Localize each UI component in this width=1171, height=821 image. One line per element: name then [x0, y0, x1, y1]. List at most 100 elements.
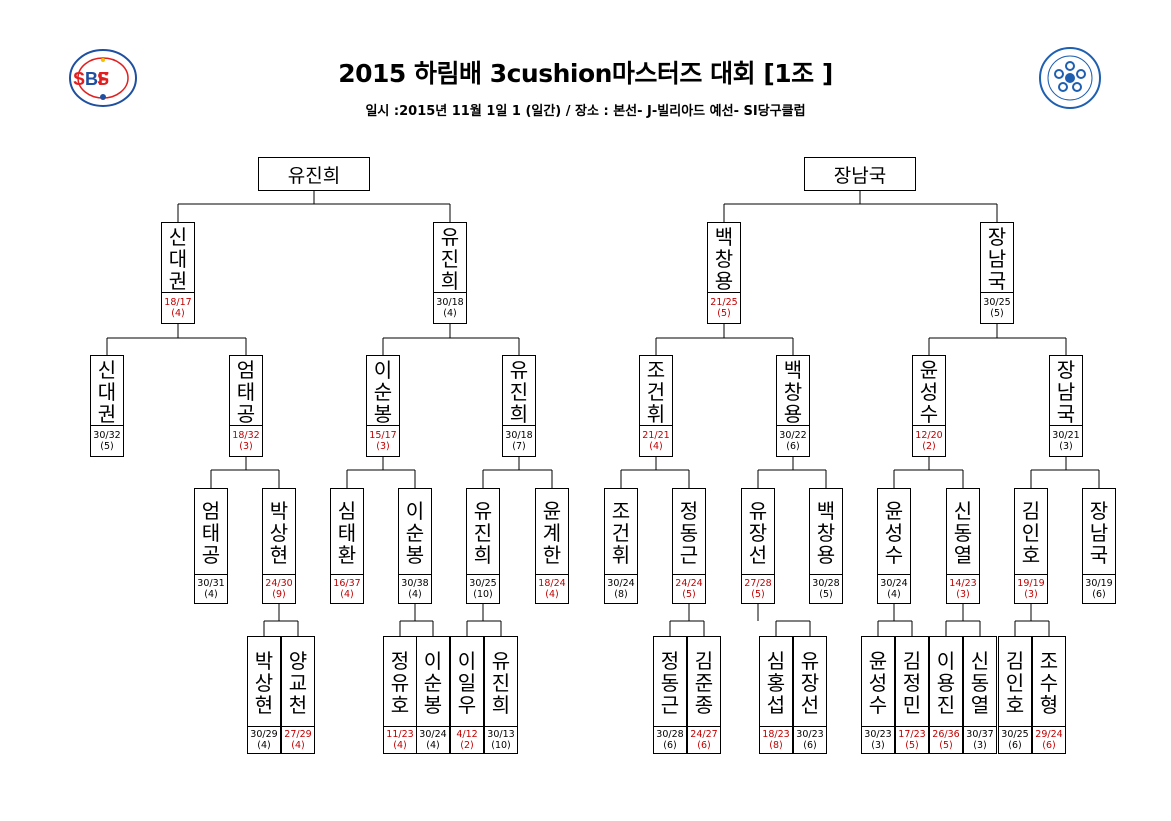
inning-count: (6): [697, 740, 711, 751]
match-score: 30/24: [419, 729, 447, 740]
inning-count: (6): [1092, 589, 1106, 600]
svg-text:SBF: SBF: [73, 69, 109, 89]
inning-count: (8): [614, 589, 628, 600]
inning-count: (5): [939, 740, 953, 751]
inning-count: (4): [171, 308, 185, 319]
inning-count: (4): [408, 589, 422, 600]
inning-count: (3): [871, 740, 885, 751]
match-score: 24/30: [265, 578, 293, 589]
match-score: 30/18: [505, 430, 533, 441]
match-score: 11/23: [386, 729, 414, 740]
inning-count: (5): [717, 308, 731, 319]
inning-count: (8): [769, 740, 783, 751]
inning-count: (3): [973, 740, 987, 751]
champion-left: 유진희: [258, 157, 370, 191]
match-score: 30/23: [796, 729, 824, 740]
match-score: 18/23: [762, 729, 790, 740]
match-score: 18/32: [232, 430, 260, 441]
sbf-logo: S SBF: [69, 49, 137, 107]
inning-count: (4): [887, 589, 901, 600]
match-score: 16/37: [333, 578, 361, 589]
match-score: 26/36: [932, 729, 960, 740]
match-score: 24/24: [675, 578, 703, 589]
match-score: 30/25: [1001, 729, 1029, 740]
inning-count: (4): [257, 740, 271, 751]
match-score: 30/23: [864, 729, 892, 740]
match-score: 27/28: [744, 578, 772, 589]
match-score: 27/29: [284, 729, 312, 740]
match-score: 4/12: [456, 729, 478, 740]
event-info: 일시 :2015년 11월 1일 1 (일간) / 장소 : 본선- J-빌리아…: [365, 104, 806, 119]
sports-council-logo: [1039, 47, 1101, 109]
inning-count: (5): [990, 308, 1004, 319]
match-score: 30/29: [250, 729, 278, 740]
match-score: 30/31: [197, 578, 225, 589]
inning-count: (4): [204, 589, 218, 600]
match-score: 30/24: [880, 578, 908, 589]
match-score: 30/13: [487, 729, 515, 740]
match-score: 30/24: [607, 578, 635, 589]
match-score: 30/19: [1085, 578, 1113, 589]
inning-count: (4): [545, 589, 559, 600]
match-score: 29/24: [1035, 729, 1063, 740]
inning-count: (3): [1059, 441, 1073, 452]
match-score: 24/27: [690, 729, 718, 740]
match-score: 30/38: [401, 578, 429, 589]
inning-count: (6): [1008, 740, 1022, 751]
